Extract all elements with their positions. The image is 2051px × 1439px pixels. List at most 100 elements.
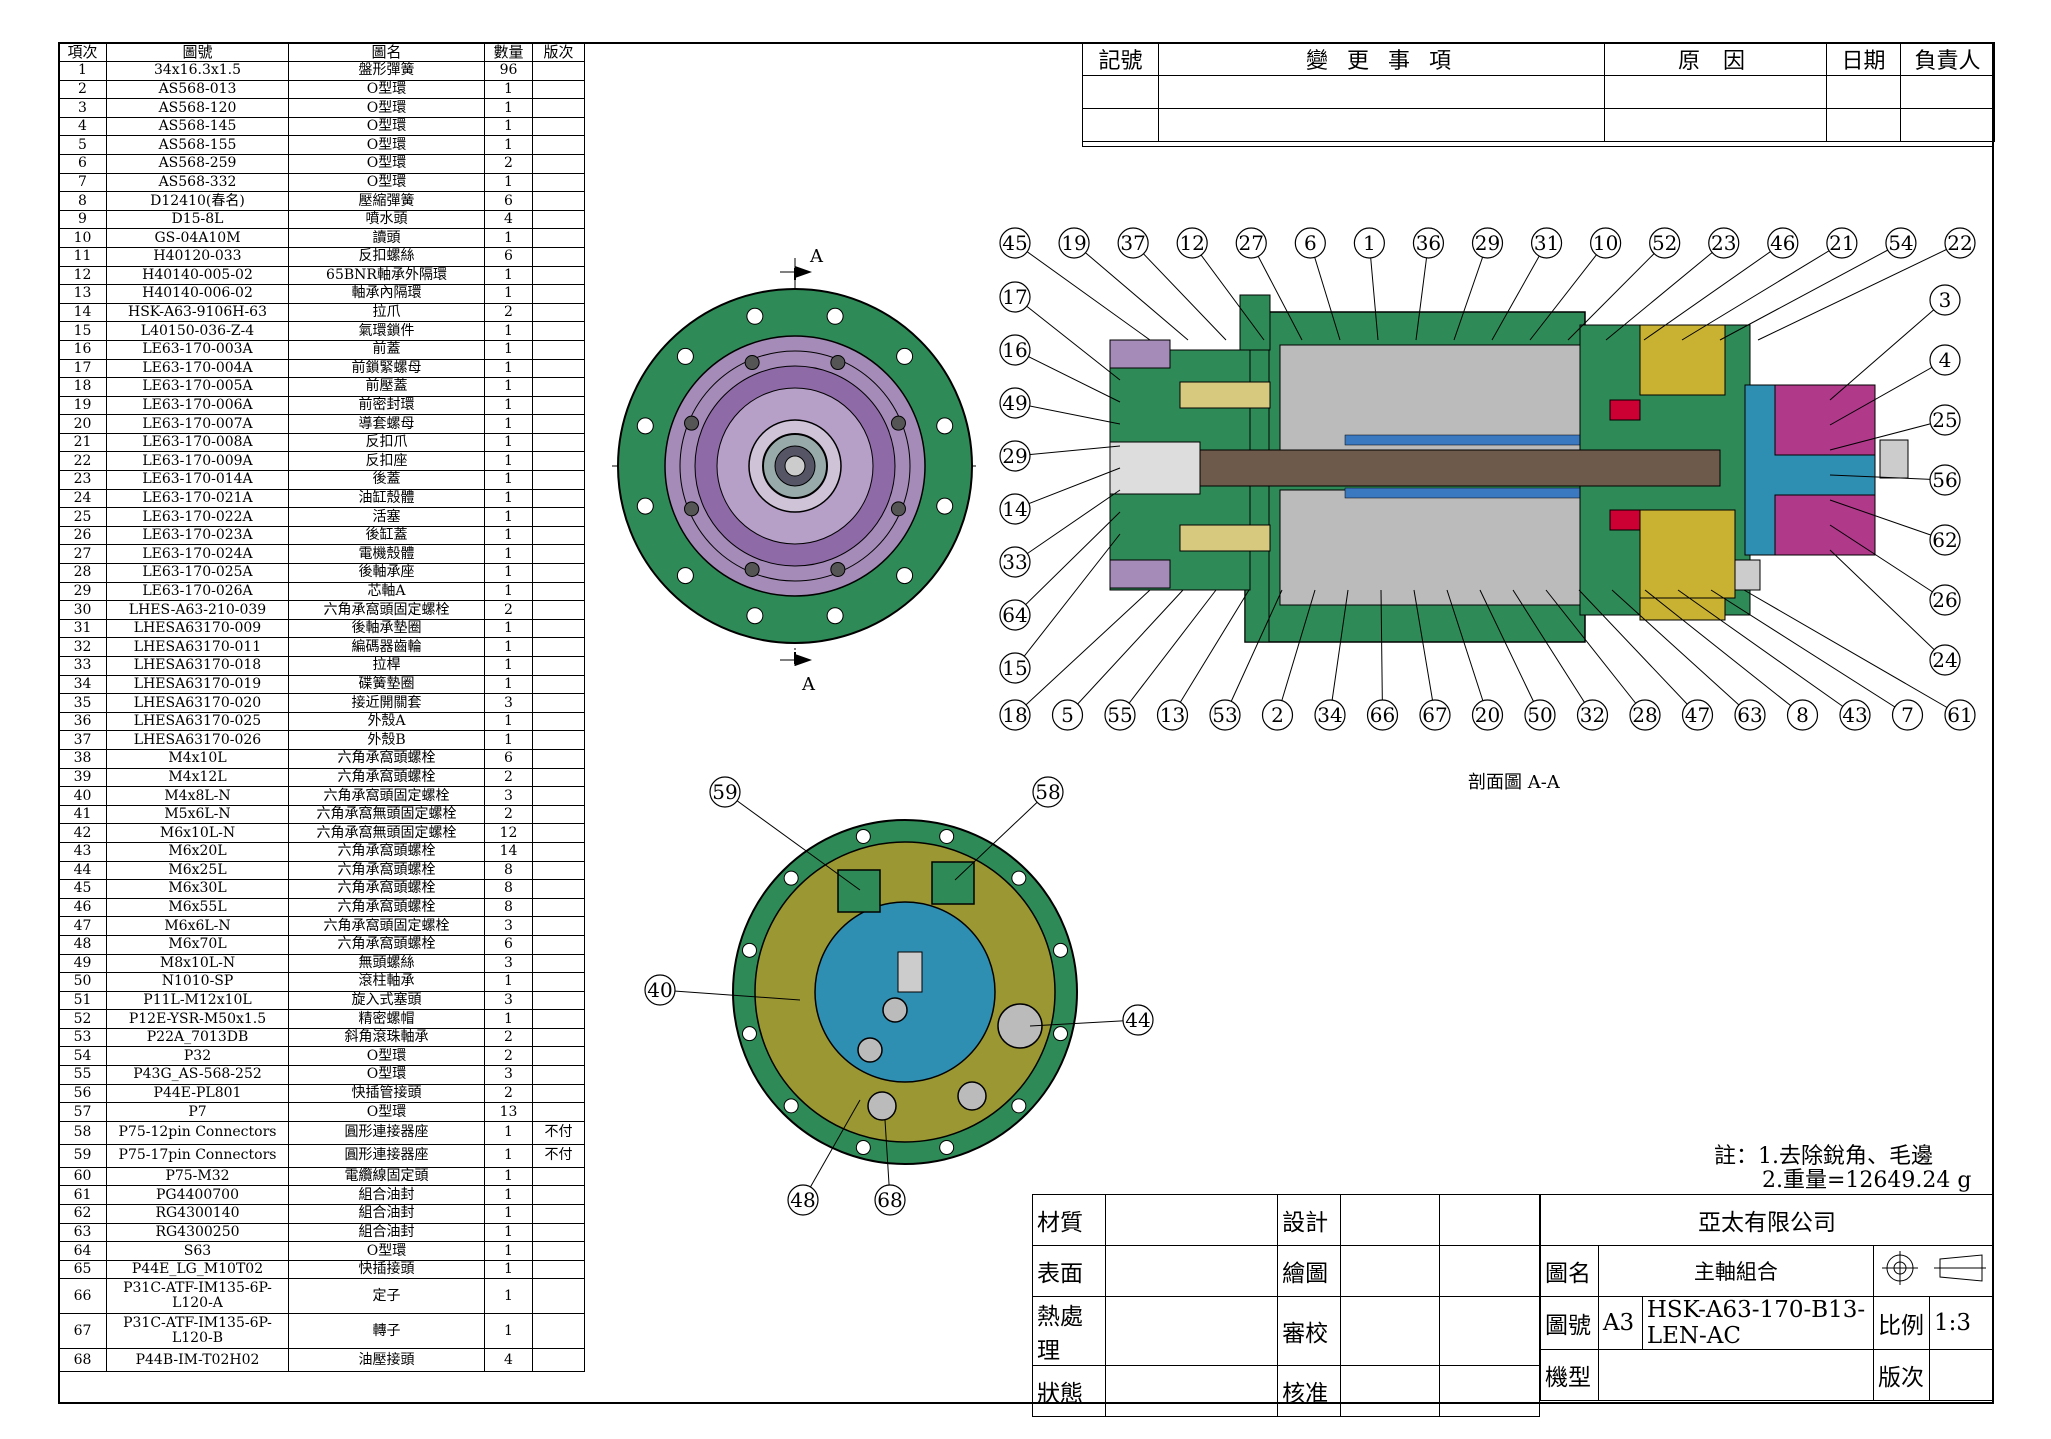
part-balloon: 18 <box>999 589 1151 731</box>
balloon-label: 13 <box>1160 703 1185 727</box>
approval-table: 材質設計 表面繪圖 熱處理審校 狀態核准 <box>1032 1194 1540 1417</box>
revision-table: 記號 變 更 事 項 原 因 日期 負責人 <box>1082 42 1995 142</box>
name-value: 主軸組合 <box>1597 1245 1874 1297</box>
bom-header-row: 項次 圖號 圖名 數量 版次 <box>58 42 585 62</box>
bom-item: 66 <box>58 1278 107 1315</box>
mounting-hole <box>939 828 955 844</box>
part-balloon: 7 <box>1710 589 1924 731</box>
bom-part-number: LE63-170-006A <box>106 395 289 416</box>
part-balloon: 52 <box>1567 227 1681 341</box>
status-label: 狀態 <box>1032 1365 1106 1417</box>
balloon-label: 29 <box>1002 444 1027 468</box>
balloon-label: 20 <box>1475 703 1500 727</box>
bom-part-number: LE63-170-021A <box>106 488 289 509</box>
revision-row <box>1082 75 1995 109</box>
part-balloon: 32 <box>1512 589 1609 731</box>
bom-part-name: 拉桿 <box>288 656 485 676</box>
bom-part-name: 65BNR軸承外隔環 <box>288 265 485 286</box>
bom-version <box>532 358 585 379</box>
bom-item: 18 <box>58 377 107 397</box>
balloon-label: 32 <box>1580 703 1605 727</box>
balloon-label: 23 <box>1711 231 1736 255</box>
bom-part-name: O型環 <box>288 1102 485 1122</box>
company-name: 亞太有限公司 <box>1540 1194 1994 1246</box>
model-label: 機型 <box>1540 1349 1599 1401</box>
bom-part-name: 軸承內隔環 <box>288 284 485 304</box>
bom-part-number: AS568-332 <box>106 172 289 193</box>
part-balloon: 50 <box>1479 589 1556 731</box>
version-label: 版次 <box>1872 1349 1930 1401</box>
part-balloon: 6 <box>1294 227 1341 341</box>
balloon-label: 53 <box>1212 703 1237 727</box>
mounting-hole <box>1053 1026 1069 1042</box>
balloon-label: 46 <box>1770 231 1795 255</box>
bom-item: 11 <box>58 246 107 267</box>
balloon-label: 1 <box>1363 231 1376 255</box>
note-line-2: 2.重量=12649.24 g <box>1762 1168 1972 1193</box>
bom-item: 46 <box>58 897 107 918</box>
bom-item: 19 <box>58 395 107 416</box>
balloon-label: 47 <box>1685 703 1710 727</box>
balloon-label: 31 <box>1534 231 1559 255</box>
mounting-hole <box>936 497 954 515</box>
part-balloon: 14 <box>999 467 1121 525</box>
bolt-hole <box>744 561 760 577</box>
balloon-label: 56 <box>1932 468 1957 492</box>
bom-part-number: AS568-145 <box>106 116 289 137</box>
bom-item: 21 <box>58 432 107 453</box>
balloon-label: 61 <box>1947 703 1972 727</box>
bom-item: 24 <box>58 488 107 509</box>
part-balloon: 68 <box>874 1119 906 1216</box>
balloon-label: 26 <box>1932 588 1957 612</box>
note-line-1: 註：1.去除銳角、毛邊 <box>1714 1144 1933 1169</box>
part-balloon: 13 <box>1156 589 1250 731</box>
bom-item: 25 <box>58 507 107 527</box>
part-balloon: 21 <box>1681 227 1858 341</box>
bom-part-name: 轉子 <box>288 1313 485 1350</box>
balloon-label: 21 <box>1829 231 1854 255</box>
balloon-label: 33 <box>1002 550 1027 574</box>
bom-item: 68 <box>58 1348 107 1373</box>
section-marker-bottom: A <box>801 674 816 695</box>
part-balloon: 43 <box>1677 589 1871 731</box>
bom-quantity: 1 <box>484 1143 533 1168</box>
part-balloon: 29 <box>999 440 1121 472</box>
mounting-hole <box>636 417 654 435</box>
bom-part-number: P22A_7013DB <box>106 1027 289 1048</box>
bom-part-number: M4x10L <box>106 748 289 769</box>
bom-item: 17 <box>58 358 107 379</box>
balloon-label: 52 <box>1652 231 1677 255</box>
balloon-label: 55 <box>1107 703 1132 727</box>
balloon-label: 6 <box>1304 231 1317 255</box>
balloon-label: 40 <box>647 978 672 1002</box>
mounting-hole <box>676 567 694 585</box>
part-balloon: 8 <box>1644 589 1819 731</box>
bom-part-number: P31C-ATF-IM135-6P-L120-B <box>106 1313 289 1350</box>
number-label: 圖號 <box>1540 1296 1599 1350</box>
bom-part-number: LHESA63170-020 <box>106 693 289 713</box>
balloon-label: 7 <box>1901 703 1914 727</box>
bom-part-name: 前鎖緊螺母 <box>288 358 485 379</box>
bolt-hole <box>890 501 906 517</box>
balloon-label: 59 <box>712 780 737 804</box>
part-balloon: 56 <box>1829 464 1961 496</box>
bom-part-name: 快插管接頭 <box>288 1083 485 1104</box>
bom-part-name: 接近開關套 <box>288 693 485 713</box>
part-balloon: 63 <box>1611 589 1766 731</box>
mounting-hole <box>746 607 764 625</box>
bom-version <box>532 395 585 416</box>
